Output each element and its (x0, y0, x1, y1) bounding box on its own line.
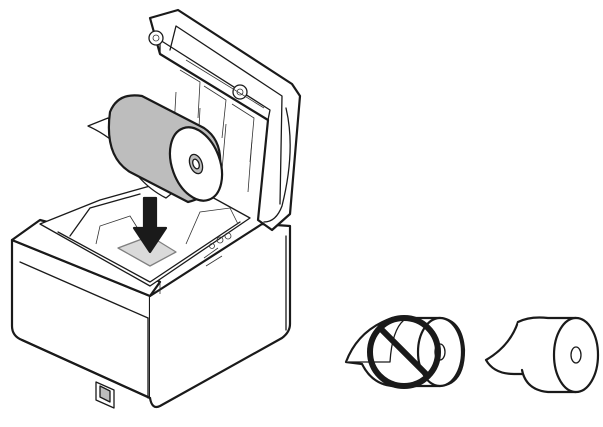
paper-roll-correct-orientation-icon (484, 316, 600, 394)
paper-roll-icon (87, 94, 224, 204)
arrow-down-icon (132, 196, 168, 254)
prohibited-icon (367, 315, 441, 389)
